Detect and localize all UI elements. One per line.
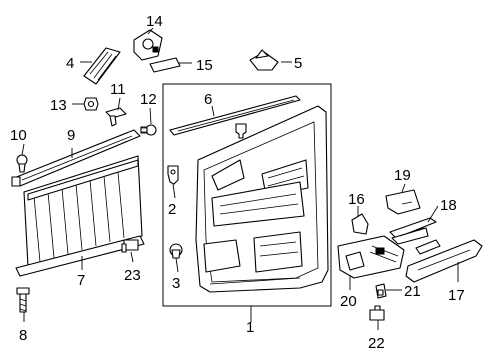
callout-9: 9 bbox=[67, 127, 75, 144]
callout-12: 12 bbox=[140, 91, 157, 108]
callout-labels: 1 2 3 4 5 6 7 8 9 10 11 12 13 14 15 16 1… bbox=[10, 13, 465, 352]
callout-10: 10 bbox=[10, 127, 27, 144]
clip-icon bbox=[369, 305, 385, 321]
bracket-icon bbox=[83, 47, 121, 85]
cover-icon bbox=[385, 189, 421, 215]
callout-18: 18 bbox=[440, 197, 457, 214]
bolt-icon bbox=[16, 287, 30, 313]
screw-icon bbox=[16, 154, 28, 173]
clip-icon bbox=[167, 165, 179, 185]
leader-lines bbox=[21, 27, 459, 330]
callout-5: 5 bbox=[294, 55, 302, 72]
cover-icon bbox=[351, 213, 369, 235]
weatherstrip-icon bbox=[169, 95, 301, 136]
callout-8: 8 bbox=[19, 327, 27, 344]
callout-13: 13 bbox=[50, 97, 67, 114]
callout-16: 16 bbox=[348, 191, 365, 208]
callout-4: 4 bbox=[66, 55, 74, 72]
switch-icon bbox=[133, 29, 163, 61]
door-trim-panel-icon bbox=[195, 105, 329, 293]
clip-icon bbox=[249, 49, 279, 71]
sunshade-icon bbox=[15, 155, 145, 277]
callout-17: 17 bbox=[448, 287, 465, 304]
callout-3: 3 bbox=[172, 275, 180, 292]
callout-7: 7 bbox=[77, 272, 85, 289]
callout-23: 23 bbox=[124, 267, 141, 284]
callout-20: 20 bbox=[340, 293, 357, 310]
bracket-icon bbox=[105, 107, 127, 127]
callout-22: 22 bbox=[368, 335, 385, 352]
pull-handle-icon bbox=[337, 235, 405, 279]
callout-21: 21 bbox=[404, 283, 421, 300]
callout-15: 15 bbox=[196, 57, 213, 74]
bracket-icon bbox=[389, 217, 437, 245]
clip-icon bbox=[169, 243, 183, 259]
callout-14: 14 bbox=[146, 13, 163, 30]
assembly-frame bbox=[162, 83, 332, 307]
nut-icon bbox=[83, 97, 99, 111]
clip-icon bbox=[375, 283, 387, 299]
callout-1: 1 bbox=[246, 319, 254, 336]
callout-6: 6 bbox=[204, 91, 212, 108]
armrest-icon bbox=[405, 239, 483, 283]
callout-2: 2 bbox=[168, 201, 176, 218]
callout-11: 11 bbox=[110, 81, 126, 98]
cover-icon bbox=[149, 57, 181, 73]
clip-icon bbox=[121, 239, 139, 253]
door-trim-assembly bbox=[162, 83, 332, 307]
sunshade-rail-icon bbox=[11, 129, 141, 187]
clip-icon bbox=[235, 123, 247, 139]
screw-icon bbox=[140, 124, 157, 136]
callout-19: 19 bbox=[394, 167, 411, 184]
